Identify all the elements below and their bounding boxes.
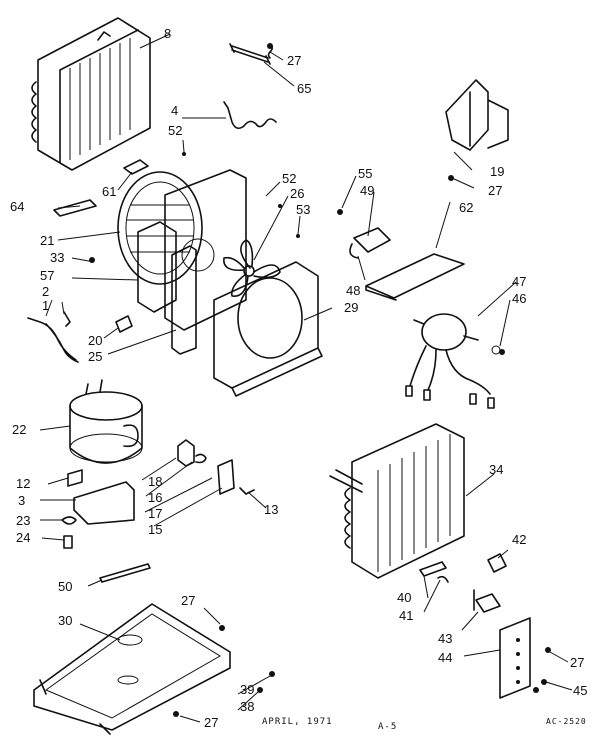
part-number-label: 44 [438,650,453,665]
bracket-part [445,79,509,151]
part-number-label: 20 [88,333,103,348]
part-number-label: 49 [360,183,375,198]
part-number-label: 64 [10,199,25,214]
part-number-label: 12 [16,476,31,491]
part-number-label: 57 [40,268,55,283]
part-number-label: 40 [397,590,412,605]
part-number-label: 41 [399,608,414,623]
compressor-part [69,379,143,464]
condenser-coil-part [31,17,151,171]
part-number-label: 27 [287,53,302,68]
control-panel-holes [516,638,520,684]
part-number-label: 8 [164,26,172,41]
part-number-label: 50 [58,579,73,594]
part-number-label: 45 [573,683,588,698]
part-number-label: 13 [264,502,279,517]
orifice-panel-part [213,261,323,397]
clip-part [115,315,133,333]
part-number-label: 42 [512,532,527,547]
part-number-label: 55 [358,166,373,181]
wiring-part [27,317,79,363]
part-number-label: 26 [290,186,305,201]
bracket-part [229,43,271,65]
part-number-label: 34 [489,462,504,477]
knob-part [487,553,507,573]
pad-part [53,199,97,217]
part-number-label: 27 [488,183,503,198]
pad-part [123,159,149,175]
part-number-label: 65 [297,81,312,96]
blower-housing-part [117,169,247,355]
tray-part [365,253,465,301]
part-number-label: 46 [512,291,527,306]
part-number-label: 52 [168,123,183,138]
part-number-label: 22 [12,422,27,437]
capacitor-part [217,459,235,495]
part-number-label: 47 [512,274,527,289]
leader-lines [39,33,573,723]
fan-blade-part [223,239,281,297]
part-number-label: 15 [148,522,163,537]
part-number-label: 52 [282,171,297,186]
grommet-part [67,469,83,487]
part-number-label: 19 [490,164,505,179]
part-number-label: 27 [181,593,196,608]
base-plate-part [73,481,135,525]
part-number-label: 62 [459,200,474,215]
revision-date: APRIL, 1971 [262,717,333,727]
part-number-label: 25 [88,349,103,364]
part-number-label: 29 [344,300,359,315]
evaporator-coil-part [329,423,465,579]
part-number-label: 3 [18,493,26,508]
part-number-label: 23 [16,513,31,528]
drawing-code: AC-2520 [546,717,587,726]
part-number-label: 27 [570,655,585,670]
sensor-part [419,561,449,583]
part-number-label: 61 [102,184,117,199]
part-number-label: 21 [40,233,55,248]
part-number-label: 2 [42,284,50,299]
clamp-part [349,227,391,259]
mount-part [61,516,77,549]
control-panel-part [499,617,531,699]
strip-part [99,563,151,583]
wire-part [223,101,277,130]
switch-part [473,589,501,613]
part-number-label: 53 [296,202,311,217]
part-number-label: 24 [16,530,31,545]
screw-fasteners [89,43,551,717]
part-number-label: 33 [50,250,65,265]
part-number-label: 48 [346,283,361,298]
part-number-label: 27 [204,715,219,730]
fan-motor-part [405,313,501,409]
part-number-label: 16 [148,490,163,505]
part-number-label: 39 [240,682,255,697]
part-number-label: 1 [42,298,50,313]
part-number-label: 17 [148,506,163,521]
part-number-label: 4 [171,103,179,118]
part-number-label: 38 [240,699,255,714]
part-number-label: 18 [148,474,163,489]
bracket-part [177,439,195,467]
page-number: A-5 [378,722,398,732]
part-number-label: 43 [438,631,453,646]
base-pan-part [33,603,231,735]
part-number-label: 30 [58,613,73,628]
